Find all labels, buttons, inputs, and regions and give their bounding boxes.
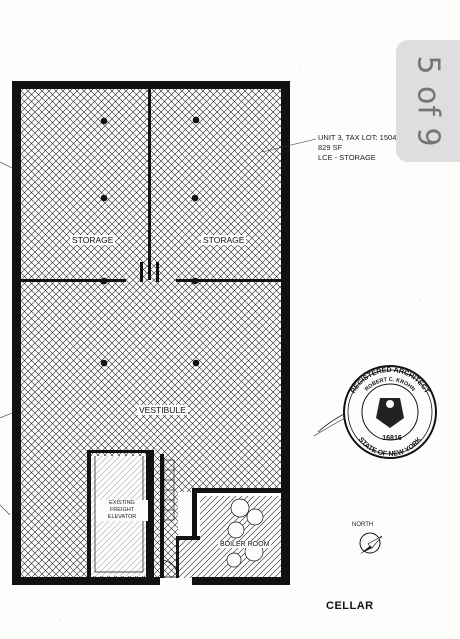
room-label-storage-left: STORAGE bbox=[70, 235, 116, 245]
room-label-storage-right: STORAGE bbox=[201, 235, 247, 245]
door-swing bbox=[161, 559, 179, 578]
unit-info-label: UNIT 3, TAX LOT: 1504 829 SF LCE - STORA… bbox=[318, 133, 396, 163]
seal-license-number: 16816 bbox=[382, 435, 402, 442]
leader-lines bbox=[0, 138, 317, 516]
page-number-badge: 5 of 9 bbox=[396, 40, 460, 162]
paper-texture bbox=[39, 29, 421, 626]
architect-seal: REGISTERED ARCHITECT ROBERT C. KROHN STA… bbox=[313, 365, 437, 459]
unit-area: 829 SF bbox=[318, 143, 343, 152]
page-number-text: 5 of 9 bbox=[410, 54, 446, 148]
north-label: NORTH bbox=[352, 522, 374, 528]
unit-use: LCE - STORAGE bbox=[318, 153, 376, 162]
sheet-title: CELLAR bbox=[326, 600, 374, 612]
room-label-freight-elevator: EXISTING FREIGHT ELEVATOR bbox=[96, 500, 148, 521]
stair-details bbox=[163, 459, 175, 521]
room-label-vestibule: VESTIBULE bbox=[137, 405, 188, 415]
unit-tax-lot: UNIT 3, TAX LOT: 1504 bbox=[318, 133, 397, 142]
structural-columns bbox=[100, 116, 200, 367]
walls bbox=[12, 81, 290, 585]
north-arrow-icon bbox=[359, 532, 383, 554]
room-label-boiler-room: BOILER ROOM bbox=[218, 541, 272, 548]
